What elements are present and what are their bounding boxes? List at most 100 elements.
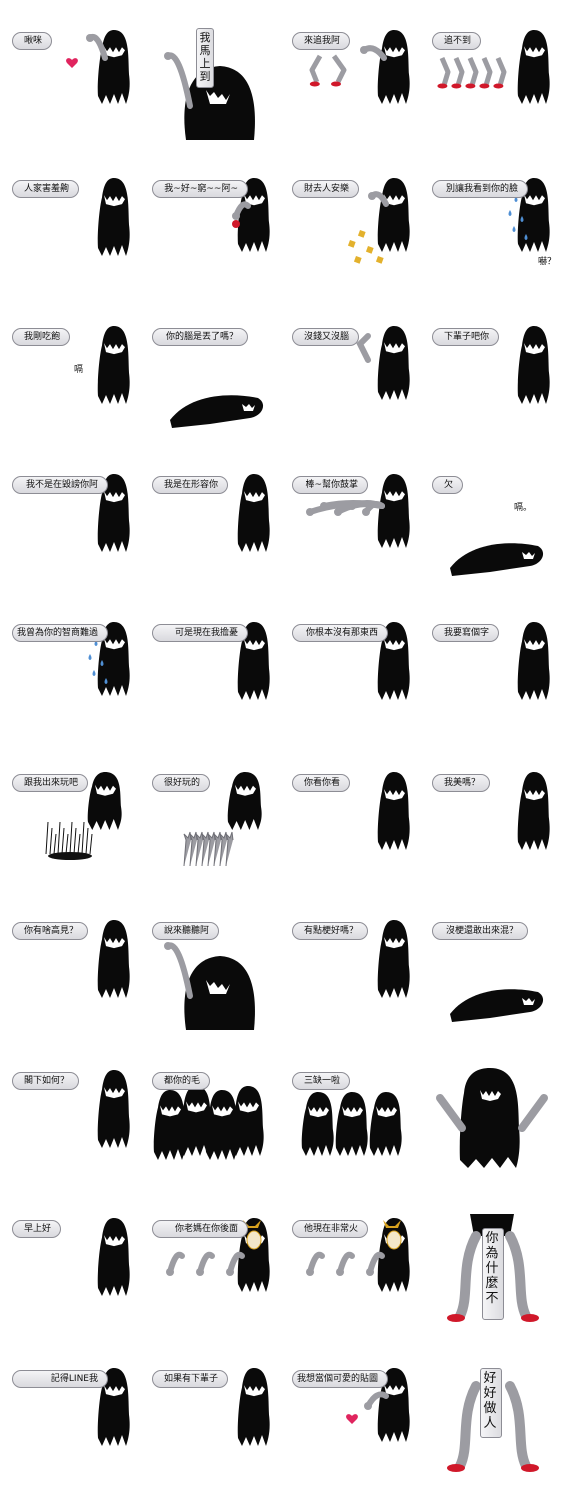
sticker-16[interactable]: 欠嗝。: [430, 472, 560, 584]
grin-mouth: [104, 937, 125, 949]
sticker-5[interactable]: 人家害羞齁: [10, 176, 140, 288]
sticker-note: 嗝: [74, 365, 84, 375]
sticker-art: [237, 622, 270, 700]
sticker-art: [517, 622, 550, 700]
sticker-7[interactable]: 財去人安樂: [290, 176, 420, 288]
hair-figure: [97, 920, 130, 998]
sticker-17[interactable]: 我曾為你的智商難過: [10, 620, 140, 732]
red-shoe: [437, 83, 448, 89]
sticker-caption: 閣下如何？: [23, 1076, 69, 1086]
grey-leg: [439, 57, 451, 85]
speech-bubble: [432, 922, 528, 940]
sticker-art: [306, 1218, 410, 1292]
grin-mouth: [244, 1385, 265, 1397]
grin-mouth: [384, 194, 405, 206]
sticker-29[interactable]: 閣下如何？: [10, 1068, 140, 1180]
sticker-38[interactable]: 如果有下輩子: [150, 1366, 280, 1478]
sticker-20[interactable]: 我要寫個字: [430, 620, 560, 732]
sticker-37[interactable]: 記得LINE我: [10, 1366, 140, 1478]
grey-arm: [165, 52, 193, 109]
floor-hole: [48, 852, 92, 860]
spike-line: [89, 833, 93, 855]
grey-hand: [306, 1268, 314, 1276]
sticker-9[interactable]: 我剛吃飽嗝: [10, 324, 140, 436]
sticker-18[interactable]: 可是現在我擔憂: [150, 620, 280, 732]
sticker-25[interactable]: 你有啥高見？: [10, 918, 140, 1030]
sticker-4[interactable]: 追不到: [430, 28, 560, 140]
red-shoe: [451, 83, 462, 89]
sweat-drop-icon: [100, 660, 104, 666]
sticker-12[interactable]: 下輩子吧你: [430, 324, 560, 436]
speech-bubble: [292, 624, 388, 642]
sticker-caption: 可是現在我擔憂: [174, 628, 238, 638]
hair-figure: [87, 772, 122, 830]
grey-leg: [505, 1231, 531, 1321]
sticker-caption: 來追我阿: [303, 36, 340, 46]
red-shoe: [521, 1314, 539, 1322]
red-shoe: [493, 83, 504, 89]
sticker-1[interactable]: 啾咪: [10, 28, 140, 140]
sticker-art: [88, 622, 130, 696]
sticker-11[interactable]: 沒錢又沒腦: [290, 324, 420, 436]
sticker-23[interactable]: 你看你看: [290, 770, 420, 882]
sticker-caption: 好好做人: [483, 1371, 497, 1431]
sticker-40[interactable]: 好好做人: [430, 1366, 560, 1478]
spike-line: [57, 821, 61, 855]
speech-bubble: [12, 774, 88, 792]
sticker-34[interactable]: 你老媽在你後面: [150, 1216, 280, 1328]
hair-figure: [377, 920, 410, 998]
grey-hand: [226, 1268, 234, 1276]
hair-figure: [227, 772, 262, 830]
heart-icon: [346, 1414, 358, 1424]
sticker-art: [306, 474, 410, 548]
sticker-art: [97, 474, 130, 552]
grin-mouth: [376, 1106, 397, 1118]
speech-bubble: [12, 476, 108, 494]
red-shoe: [309, 81, 320, 87]
sticker-caption: 我不是在毀謗你阿: [25, 480, 98, 490]
sticker-caption: 早上好: [23, 1224, 51, 1234]
speech-bubble: [292, 1370, 388, 1388]
sticker-31[interactable]: 三缺一啦: [290, 1068, 420, 1180]
sticker-30[interactable]: 都你的毛: [150, 1068, 280, 1180]
sticker-2[interactable]: 我馬上到: [150, 28, 280, 140]
sticker-33[interactable]: 早上好: [10, 1216, 140, 1328]
grin-mouth: [242, 404, 255, 411]
sticker-32[interactable]: [430, 1068, 560, 1180]
sticker-14[interactable]: 我是在形容你: [150, 472, 280, 584]
speech-bubble: [292, 180, 359, 198]
sticker-caption: 沒錢又沒腦: [303, 332, 349, 342]
sticker-26[interactable]: 說來聽聽阿: [150, 918, 280, 1030]
grin-mouth: [206, 980, 230, 994]
sticker-22[interactable]: 很好玩的: [150, 770, 280, 882]
speech-bubble: [432, 328, 499, 346]
grin-mouth: [342, 1106, 363, 1118]
sticker-27[interactable]: 有點梗好嗎？: [290, 918, 420, 1030]
sticker-19[interactable]: 你根本沒有那東西: [290, 620, 420, 732]
grin-mouth: [244, 491, 265, 503]
sticker-6[interactable]: 我~好~窮~~阿~: [150, 176, 280, 288]
grey-hand: [306, 508, 314, 516]
sticker-24[interactable]: 我美嗎？: [430, 770, 560, 882]
grin-mouth: [104, 195, 125, 207]
sticker-39[interactable]: 我想當個可愛的貼圖: [290, 1366, 420, 1478]
sticker-art: [447, 1214, 539, 1322]
sticker-art: [97, 1070, 130, 1148]
sweat-drop-icon: [88, 654, 92, 660]
grey-leg: [455, 1231, 481, 1321]
grey-hand: [86, 34, 94, 42]
sticker-36[interactable]: 你為什麼不: [430, 1214, 560, 1328]
sticker-10[interactable]: 你的腦是丟了嗎？: [150, 324, 280, 436]
sticker-3[interactable]: 來追我阿: [290, 28, 420, 140]
sticker-35[interactable]: 他現在非常火: [290, 1216, 420, 1328]
sticker-13[interactable]: 我不是在毀謗你阿: [10, 472, 140, 584]
hair-figure: [369, 1092, 402, 1156]
sticker-caption: 財去人安樂: [303, 184, 349, 194]
sticker-8[interactable]: 別讓我看到你的臉嚇？: [430, 176, 560, 288]
sticker-art: [450, 543, 544, 576]
sticker-21[interactable]: 跟我出來玩吧: [10, 770, 140, 882]
lying-hair-figure: [450, 989, 544, 1022]
sticker-15[interactable]: 棒~幫你鼓掌: [290, 472, 420, 584]
sticker-28[interactable]: 沒梗還敢出來混？: [430, 918, 560, 1030]
